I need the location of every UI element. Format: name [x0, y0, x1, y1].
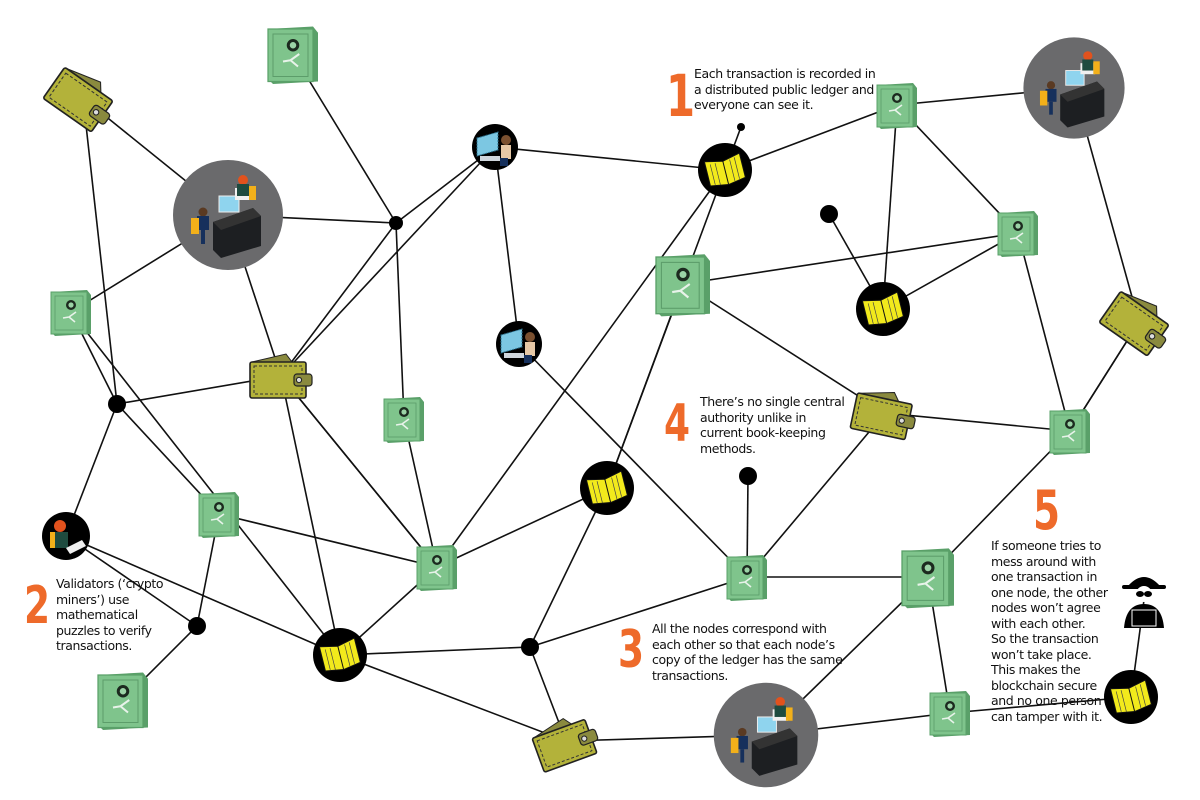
junction-dot [188, 617, 206, 635]
network-edge [882, 104, 898, 310]
network-edge [518, 343, 748, 578]
network-edge [218, 513, 438, 568]
annotation-number: 2 [24, 576, 51, 636]
office-workers-icon [173, 160, 283, 270]
network-edge [949, 696, 1132, 714]
office-workers-icon [713, 682, 819, 788]
ledger-book-icon [1103, 669, 1159, 725]
network-edge [724, 104, 898, 171]
network-edge [65, 535, 341, 656]
vault-icon [197, 489, 241, 539]
ledger-book-icon [312, 627, 368, 683]
network-edge [395, 222, 405, 420]
network-edge [82, 97, 118, 405]
annotation-text: Validators (‘crypto miners’) use mathema… [56, 576, 164, 653]
annotation-2: 2 Validators (‘crypto miners’) use mathe… [24, 576, 164, 654]
wallet-icon [43, 67, 120, 132]
hacker-icon [1118, 570, 1170, 630]
annotation-number: 3 [618, 620, 645, 680]
network-edge [884, 412, 1071, 432]
network-edge [403, 418, 438, 568]
wallet-icon [1099, 291, 1176, 356]
network-edge [529, 487, 608, 648]
wallet-icon [246, 352, 316, 400]
network-edge [280, 375, 341, 656]
annotation-1: 1 Each transaction is recorded in a dist… [666, 62, 876, 130]
network-edge [896, 104, 1019, 234]
network-edge [529, 576, 748, 648]
network-edge [494, 146, 726, 171]
computer-user-icon [472, 124, 518, 170]
vault-icon [996, 208, 1040, 258]
ledger-book-icon [697, 142, 753, 198]
ledger-book-icon [855, 281, 911, 337]
junction-dot [737, 123, 745, 131]
annotation-4: 4 There’s no single central authority un… [664, 394, 845, 456]
network-edge [339, 646, 531, 656]
network-edge [494, 146, 520, 345]
vault-icon [653, 250, 712, 318]
network-edge [280, 375, 438, 568]
annotation-text: All the nodes correspond with each other… [652, 621, 843, 683]
network-edge [1017, 232, 1071, 432]
annotation-number: 4 [664, 394, 691, 454]
annotation-text: There’s no single central authority unli… [700, 394, 845, 456]
office-workers-icon [1023, 37, 1125, 139]
vault-icon [49, 287, 93, 337]
vault-icon [1048, 406, 1092, 456]
wallet-icon [531, 717, 601, 773]
network-edge [70, 311, 341, 656]
ledger-book-icon [579, 460, 635, 516]
network-edge [292, 53, 397, 224]
vault-icon [266, 23, 321, 86]
computer-user-icon [42, 512, 90, 560]
junction-dot [389, 216, 403, 230]
network-edge [280, 146, 496, 377]
vault-icon [415, 542, 459, 592]
vault-icon [899, 545, 956, 610]
network-edge [65, 535, 198, 627]
network-edge [746, 412, 886, 578]
annotation-text: If someone tries to mess around with one… [991, 538, 1108, 724]
network-edge [682, 232, 1019, 285]
junction-dot [820, 205, 838, 223]
vault-icon [382, 394, 426, 444]
network-edge [436, 487, 608, 568]
network-edge [436, 169, 726, 568]
junction-dot [739, 467, 757, 485]
vault-icon [96, 669, 151, 732]
wallet-icon [849, 389, 920, 441]
annotation-text: Each transaction is recorded in a distri… [694, 66, 876, 112]
annotation-3: 3 All the nodes correspond with each oth… [618, 620, 843, 683]
vault-icon [875, 80, 919, 130]
network-edge [606, 283, 684, 489]
vault-icon [725, 552, 769, 602]
annotation-number: 5 [1033, 479, 1061, 542]
junction-dot [108, 395, 126, 413]
annotation-5: 5 If someone tries to mess around with o… [991, 484, 1108, 724]
network-edge [280, 222, 397, 377]
junction-dot [521, 638, 539, 656]
computer-user-icon [496, 321, 542, 367]
annotation-number: 1 [666, 62, 696, 130]
network-edge [682, 283, 886, 414]
network-edge [339, 654, 567, 742]
vault-icon [928, 688, 972, 738]
